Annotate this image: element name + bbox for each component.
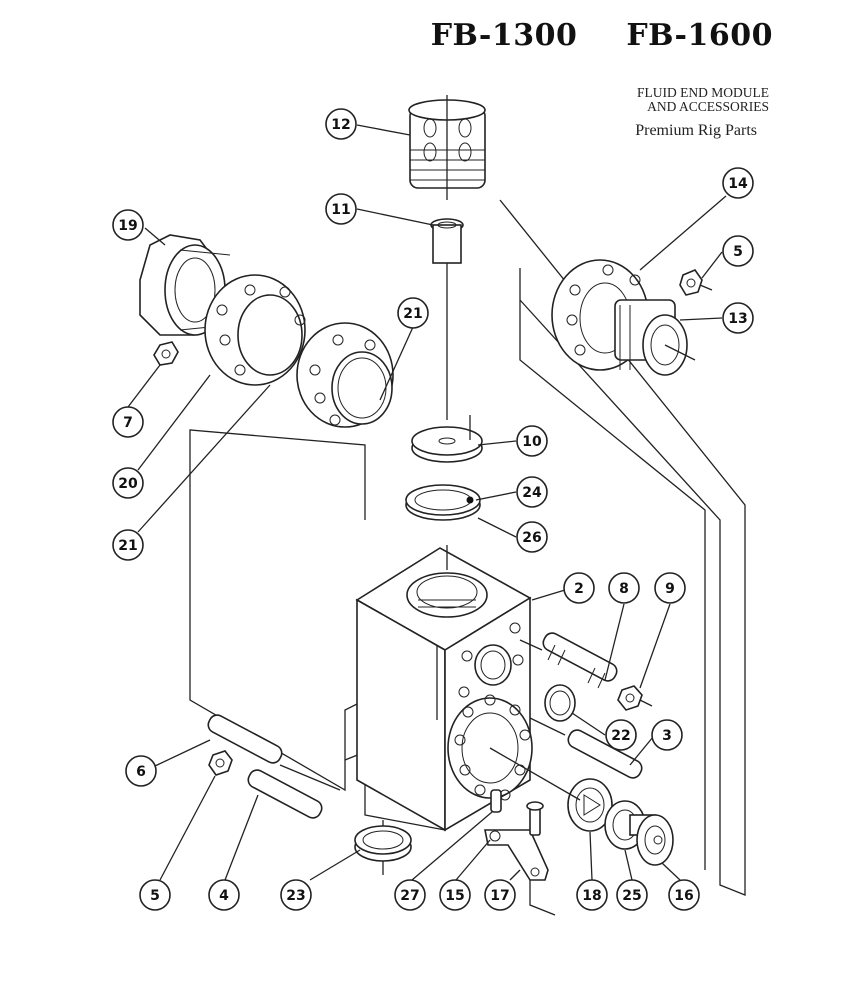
part-20-flange: [204, 274, 306, 386]
callout-5-top: 5: [722, 235, 754, 267]
callout-17-label: 17: [490, 888, 509, 904]
callout-18: 18: [576, 879, 608, 911]
callout-8-label: 8: [619, 581, 629, 597]
part-26-ring: [405, 484, 481, 521]
model-fb1300: FB-1300: [430, 18, 578, 53]
assembly-outline-right: [499, 199, 746, 896]
part-5-bottom-nut: [208, 750, 233, 776]
callout-6: 6: [125, 755, 157, 787]
callout-9: 9: [654, 572, 686, 604]
callout-26-label: 26: [522, 530, 541, 546]
callout-23: 23: [280, 879, 312, 911]
callout-26: 26: [516, 521, 548, 553]
callout-19-label: 19: [118, 218, 137, 234]
callout-27-label: 27: [400, 888, 419, 904]
callout-5-bottom-label: 5: [150, 888, 160, 904]
callout-15: 15: [439, 879, 471, 911]
valve-axis-line: [489, 747, 581, 801]
part-11-bushing: [430, 218, 464, 420]
leader-lines: [127, 124, 727, 881]
callout-4: 4: [208, 879, 240, 911]
callout-12-label: 12: [331, 117, 350, 133]
callout-21-top-label: 21: [403, 306, 422, 322]
part-23-ring: [354, 820, 412, 875]
callout-24-label: 24: [522, 485, 542, 501]
model-fb1600: FB-1600: [626, 18, 773, 53]
callout-12: 12: [325, 108, 357, 140]
callout-2-label: 2: [574, 581, 584, 597]
part-9-nut: [617, 685, 653, 711]
callout-21-bottom-label: 21: [118, 538, 137, 554]
part-7-nut: [153, 341, 179, 366]
callouts: 12 11 19 14 5 13 21 7 20 10 24 21 26 2 8…: [112, 108, 754, 911]
callout-10-label: 10: [522, 434, 542, 450]
callout-27: 27: [394, 879, 426, 911]
callout-11: 11: [325, 193, 357, 225]
callout-13: 13: [722, 302, 754, 334]
part-27-pin: [490, 789, 502, 813]
callout-15-label: 15: [445, 888, 464, 904]
part-6-stud: [207, 714, 341, 791]
callout-25: 25: [616, 879, 648, 911]
part-10-plate: [411, 415, 483, 463]
part-22-seal-ring: [544, 684, 576, 722]
callout-5-top-label: 5: [733, 244, 743, 260]
callout-2: 2: [563, 572, 595, 604]
callout-22: 22: [605, 719, 637, 751]
part-17-bolt: [526, 801, 544, 836]
subtitle-line-1: FLUID END MODULE: [637, 85, 769, 100]
part-4-stud: [247, 769, 323, 819]
part-3-stud: [529, 717, 643, 779]
subtitle-line-2: AND ACCESSORIES: [647, 99, 769, 114]
callout-13-label: 13: [728, 311, 747, 327]
brand-name: Premium Rig Parts: [635, 122, 757, 139]
callout-16: 16: [668, 879, 700, 911]
assembly-outline-left: [189, 429, 366, 792]
callout-6-label: 6: [136, 764, 146, 780]
callout-11-label: 11: [331, 202, 350, 218]
callout-20-label: 20: [118, 476, 138, 492]
callout-7: 7: [112, 406, 144, 438]
callout-18-label: 18: [582, 888, 601, 904]
callout-7-label: 7: [123, 415, 133, 431]
callout-16-label: 16: [674, 888, 693, 904]
callout-5-bottom: 5: [139, 879, 171, 911]
callout-22-label: 22: [611, 728, 630, 744]
callout-14: 14: [722, 167, 754, 199]
callout-23-label: 23: [286, 888, 305, 904]
callout-17: 17: [484, 879, 516, 911]
callout-9-label: 9: [665, 581, 675, 597]
part-21-flange-gasket: [296, 322, 394, 428]
callout-3-label: 3: [662, 728, 672, 744]
callout-24: 24: [516, 476, 548, 508]
part-12-top-cover: [408, 95, 486, 200]
callout-21-bottom: 21: [112, 529, 144, 561]
diagram-subtitle: FLUID END MODULE AND ACCESSORIES: [637, 86, 769, 114]
part-15-lever: [484, 829, 549, 881]
part-5-top-nut: [679, 269, 713, 296]
callout-4-label: 4: [219, 888, 229, 904]
part-8-stud: [519, 632, 618, 689]
callout-10: 10: [516, 425, 548, 457]
callout-14-label: 14: [728, 176, 748, 192]
part-16-valve: [629, 814, 674, 866]
callout-3: 3: [651, 719, 683, 751]
part-2-fluid-end-block: [355, 545, 533, 832]
part-13-discharge-cover: [614, 299, 696, 376]
part-24-pin: [466, 496, 474, 504]
model-title: FB-1300 FB-1600: [393, 18, 773, 53]
callout-25-label: 25: [622, 888, 641, 904]
callout-20: 20: [112, 467, 144, 499]
part-18-valve-seat: [567, 778, 613, 832]
callout-19: 19: [112, 209, 144, 241]
callout-8: 8: [608, 572, 640, 604]
callout-21-top: 21: [397, 297, 429, 329]
